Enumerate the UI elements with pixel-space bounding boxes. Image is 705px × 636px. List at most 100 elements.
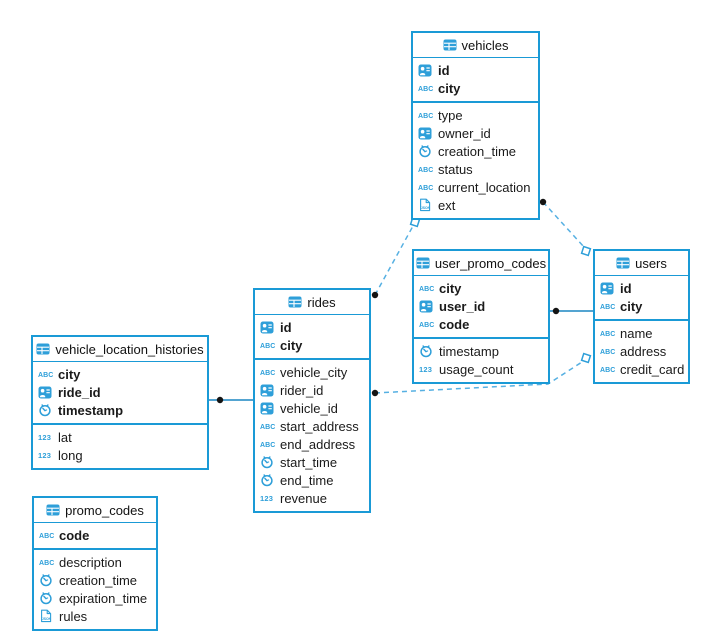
- table-header[interactable]: rides: [255, 290, 369, 315]
- id-type-icon: [260, 384, 280, 397]
- relationship-dot-marker: [371, 291, 379, 299]
- id-type-icon: [419, 300, 439, 313]
- string-type-icon: ABC: [418, 182, 438, 192]
- svg-text:ABC: ABC: [419, 322, 434, 329]
- column-row: rider_id: [255, 381, 369, 399]
- column-name: id: [438, 62, 450, 78]
- relationship-dot-marker: [216, 396, 224, 404]
- timestamp-type-icon: [260, 473, 280, 487]
- string-type-icon: ABC: [39, 557, 59, 567]
- relationship-dot-marker: [539, 198, 547, 206]
- relationship-vehicles-to-users[interactable]: [542, 201, 585, 248]
- timestamp-type-icon: [419, 344, 439, 358]
- svg-text:ABC: ABC: [418, 185, 433, 192]
- table-header[interactable]: vehicle_location_histories: [33, 337, 207, 362]
- svg-text:123: 123: [419, 365, 432, 374]
- relationship-dot-marker: [371, 389, 379, 397]
- column-name: code: [439, 316, 470, 332]
- table-header[interactable]: promo_codes: [34, 498, 156, 523]
- column-name: rider_id: [280, 382, 324, 398]
- column-name: long: [58, 447, 83, 463]
- string-type-icon: ABC: [419, 319, 439, 329]
- string-type-icon: ABC: [418, 83, 438, 93]
- column-row: 123 usage_count: [414, 360, 548, 378]
- column-name: current_location: [438, 179, 531, 195]
- table-header[interactable]: vehicles: [413, 33, 538, 58]
- svg-text:ABC: ABC: [418, 113, 433, 120]
- relationship-rides-to-vehicles[interactable]: [374, 225, 414, 296]
- svg-text:ABC: ABC: [260, 424, 275, 431]
- column-row: 123 long: [33, 446, 207, 464]
- relationship-square-marker: [580, 352, 592, 364]
- column-name: credit_card: [620, 361, 685, 377]
- svg-text:ABC: ABC: [260, 343, 275, 350]
- string-type-icon: ABC: [260, 340, 280, 350]
- column-row: vehicle_id: [255, 399, 369, 417]
- column-name: usage_count: [439, 361, 514, 377]
- column-name: timestamp: [439, 343, 499, 359]
- column-name: ride_id: [58, 384, 101, 400]
- table-title: rides: [307, 294, 336, 310]
- string-type-icon: ABC: [418, 110, 438, 120]
- string-type-icon: ABC: [39, 530, 59, 540]
- svg-text:123: 123: [38, 451, 51, 460]
- table-title: promo_codes: [65, 502, 144, 518]
- table-icon: [416, 257, 430, 269]
- string-type-icon: ABC: [419, 283, 439, 293]
- timestamp-type-icon: [39, 591, 59, 605]
- string-type-icon: ABC: [260, 367, 280, 377]
- table-header[interactable]: users: [595, 251, 688, 276]
- column-name: expiration_time: [59, 590, 148, 606]
- string-type-icon: ABC: [260, 439, 280, 449]
- number-type-icon: 123: [38, 450, 58, 460]
- column-name: type: [438, 107, 463, 123]
- svg-text:JSON: JSON: [421, 206, 431, 210]
- column-name: vehicle_id: [280, 400, 338, 416]
- column-name: creation_time: [59, 572, 138, 588]
- timestamp-type-icon: [418, 144, 438, 158]
- column-name: address: [620, 343, 667, 359]
- id-type-icon: [418, 64, 438, 77]
- number-type-icon: 123: [260, 493, 280, 503]
- column-name: user_id: [439, 298, 486, 314]
- key-column-row: timestamp: [33, 401, 207, 419]
- svg-text:ABC: ABC: [260, 442, 275, 449]
- svg-text:ABC: ABC: [600, 331, 615, 338]
- key-column-row: id: [413, 61, 538, 79]
- table-title: vehicle_location_histories: [55, 341, 204, 357]
- column-row: ABC type: [413, 106, 538, 124]
- relationship-rides-to-users[interactable]: [374, 361, 583, 394]
- key-column-row: user_id: [414, 297, 548, 315]
- column-name: city: [620, 298, 643, 314]
- column-name: lat: [58, 429, 72, 445]
- table-header[interactable]: user_promo_codes: [414, 251, 548, 276]
- column-name: name: [620, 325, 653, 341]
- column-name: id: [280, 319, 292, 335]
